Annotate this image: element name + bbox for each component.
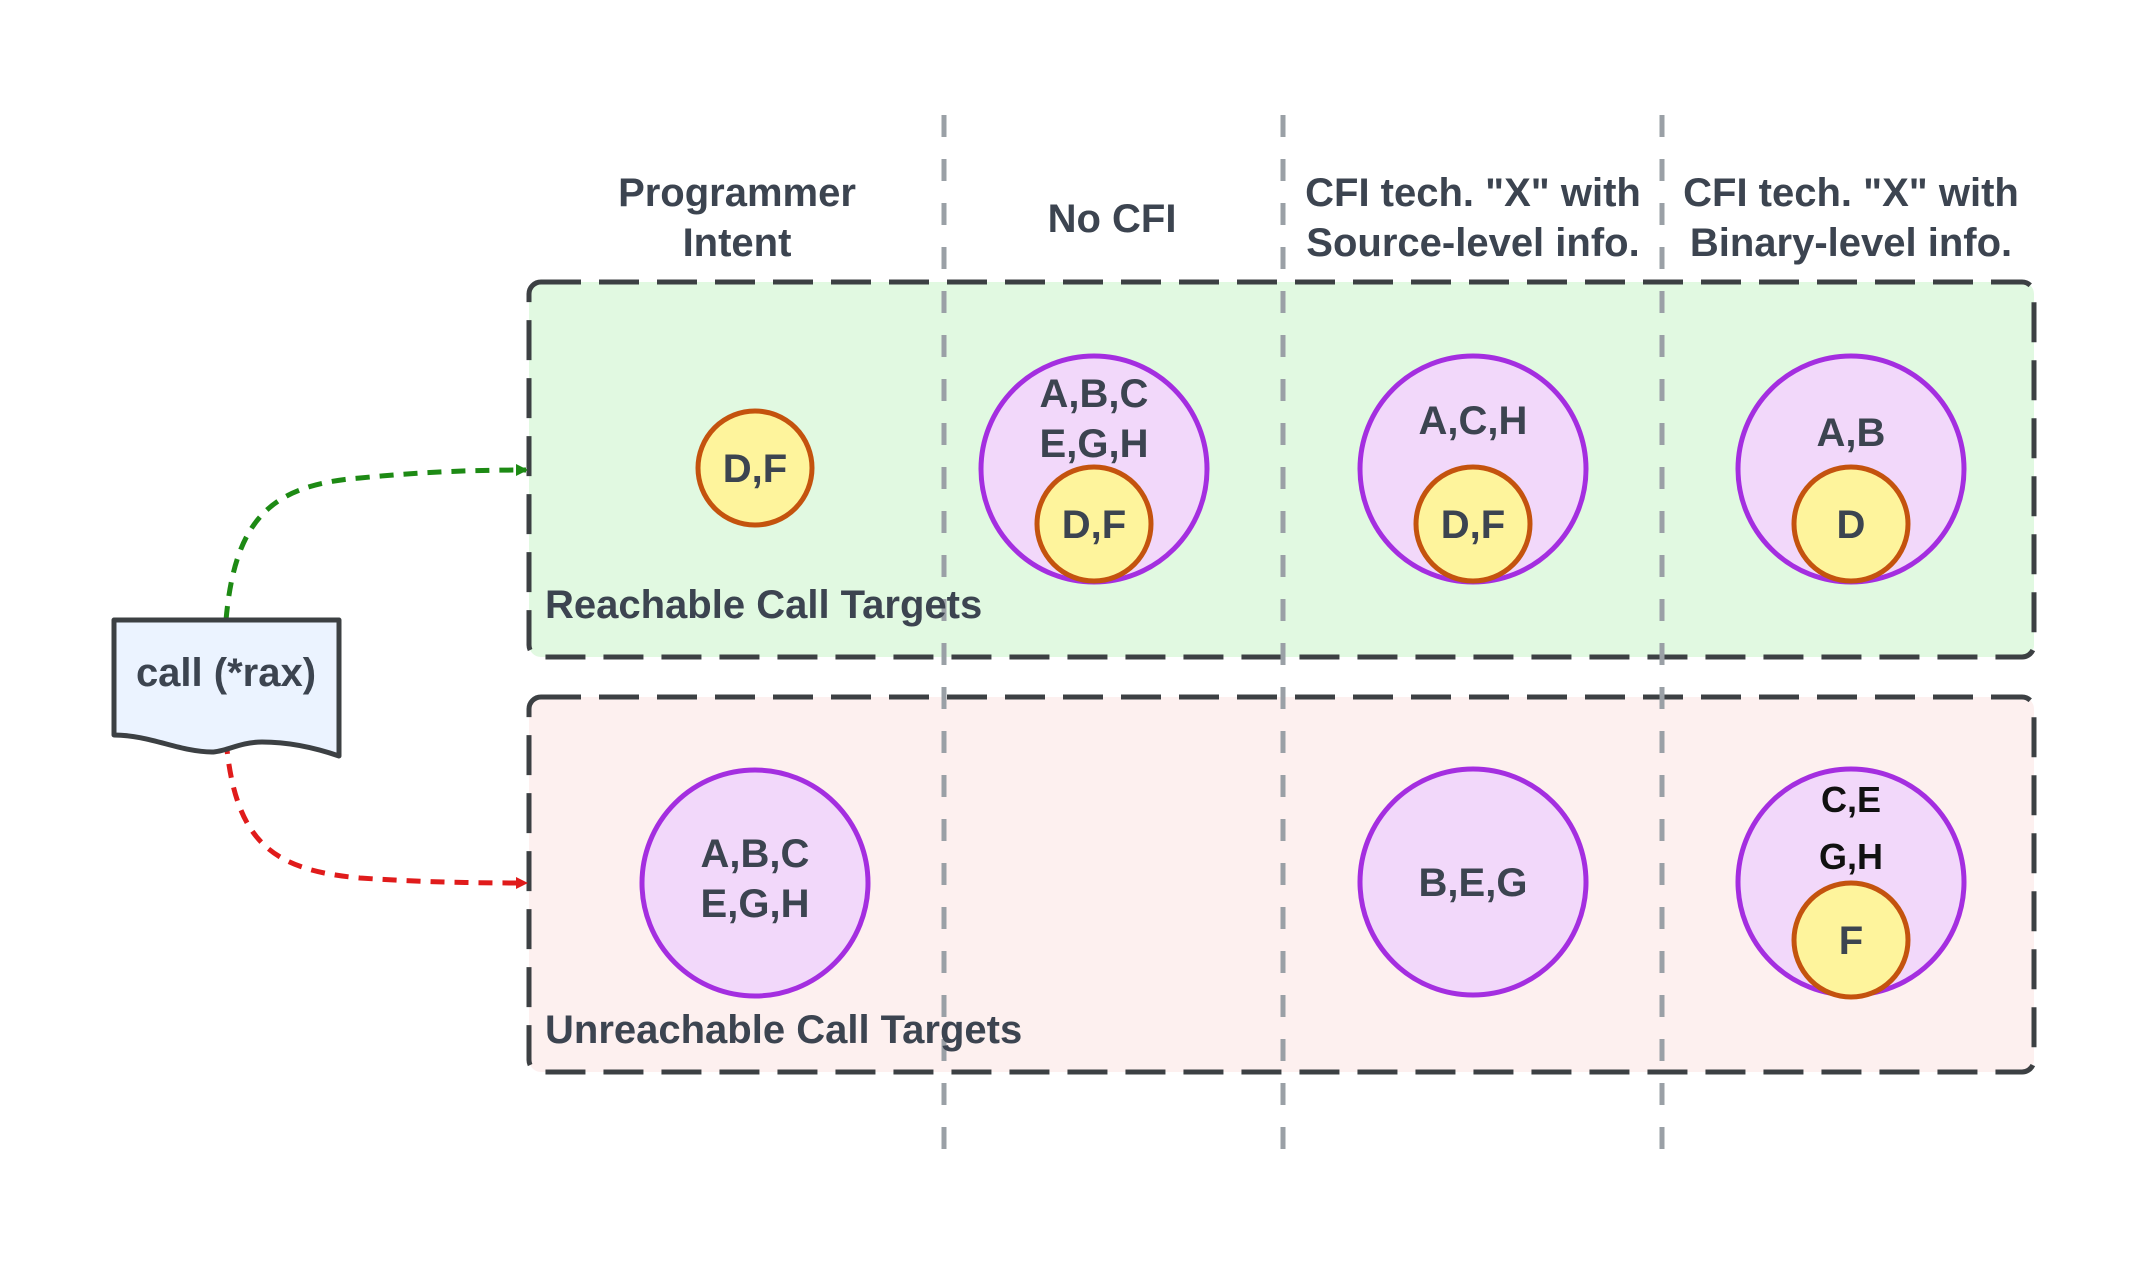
reachable-binary-inner: D [1837, 503, 1866, 547]
unreachable-intent-line2: E,G,H [701, 882, 810, 926]
unreachable-intent-circle [639, 767, 871, 999]
unreachable-intent-line1: A,B,C [701, 832, 810, 876]
reachable-nocfi-inner: D,F [1062, 503, 1126, 547]
header-programmer-intent-line2: Intent [683, 221, 792, 265]
header-cfi-source-line2: Source-level info. [1306, 221, 1639, 265]
reachable-arrow [223, 464, 528, 621]
reachable-source-inner: D,F [1441, 503, 1505, 547]
reachable-source-inner-circle [1413, 464, 1533, 584]
header-cfi-binary-line2: Binary-level info. [1690, 221, 2012, 265]
unreachable-source-circle [1357, 766, 1589, 998]
header-cfi-binary-line1: CFI tech. "X" with [1683, 171, 2019, 215]
header-no-cfi: No CFI [1048, 197, 1177, 241]
reachable-intent-circle [695, 408, 815, 528]
unreachable-binary-outer-line1: C,E [1821, 779, 1881, 820]
call-node-shape [111, 617, 342, 759]
reachable-binary-inner-circle [1791, 464, 1911, 584]
unreachable-source-targets: B,E,G [1419, 861, 1528, 905]
unreachable-arrow [223, 739, 528, 889]
reachable-nocfi-inner-circle [1034, 464, 1154, 584]
unreachable-binary-inner-circle [1791, 880, 1911, 1000]
unreachable-binary-outer-line2: G,H [1819, 836, 1883, 877]
reachable-binary-outer: A,B [1817, 411, 1886, 455]
unreachable-label: Unreachable Call Targets [545, 1008, 1022, 1052]
header-programmer-intent-line1: Programmer [618, 171, 856, 215]
reachable-nocfi-outer-line1: A,B,C [1040, 372, 1149, 416]
reachable-source-outer: A,C,H [1419, 399, 1528, 443]
unreachable-binary-inner: F [1839, 919, 1863, 963]
reachable-label: Reachable Call Targets [545, 583, 982, 627]
header-cfi-source-line1: CFI tech. "X" with [1305, 171, 1641, 215]
reachable-intent-targets: D,F [723, 447, 787, 491]
reachable-nocfi-outer-line2: E,G,H [1040, 422, 1149, 466]
call-node-label: call (*rax) [136, 651, 316, 695]
